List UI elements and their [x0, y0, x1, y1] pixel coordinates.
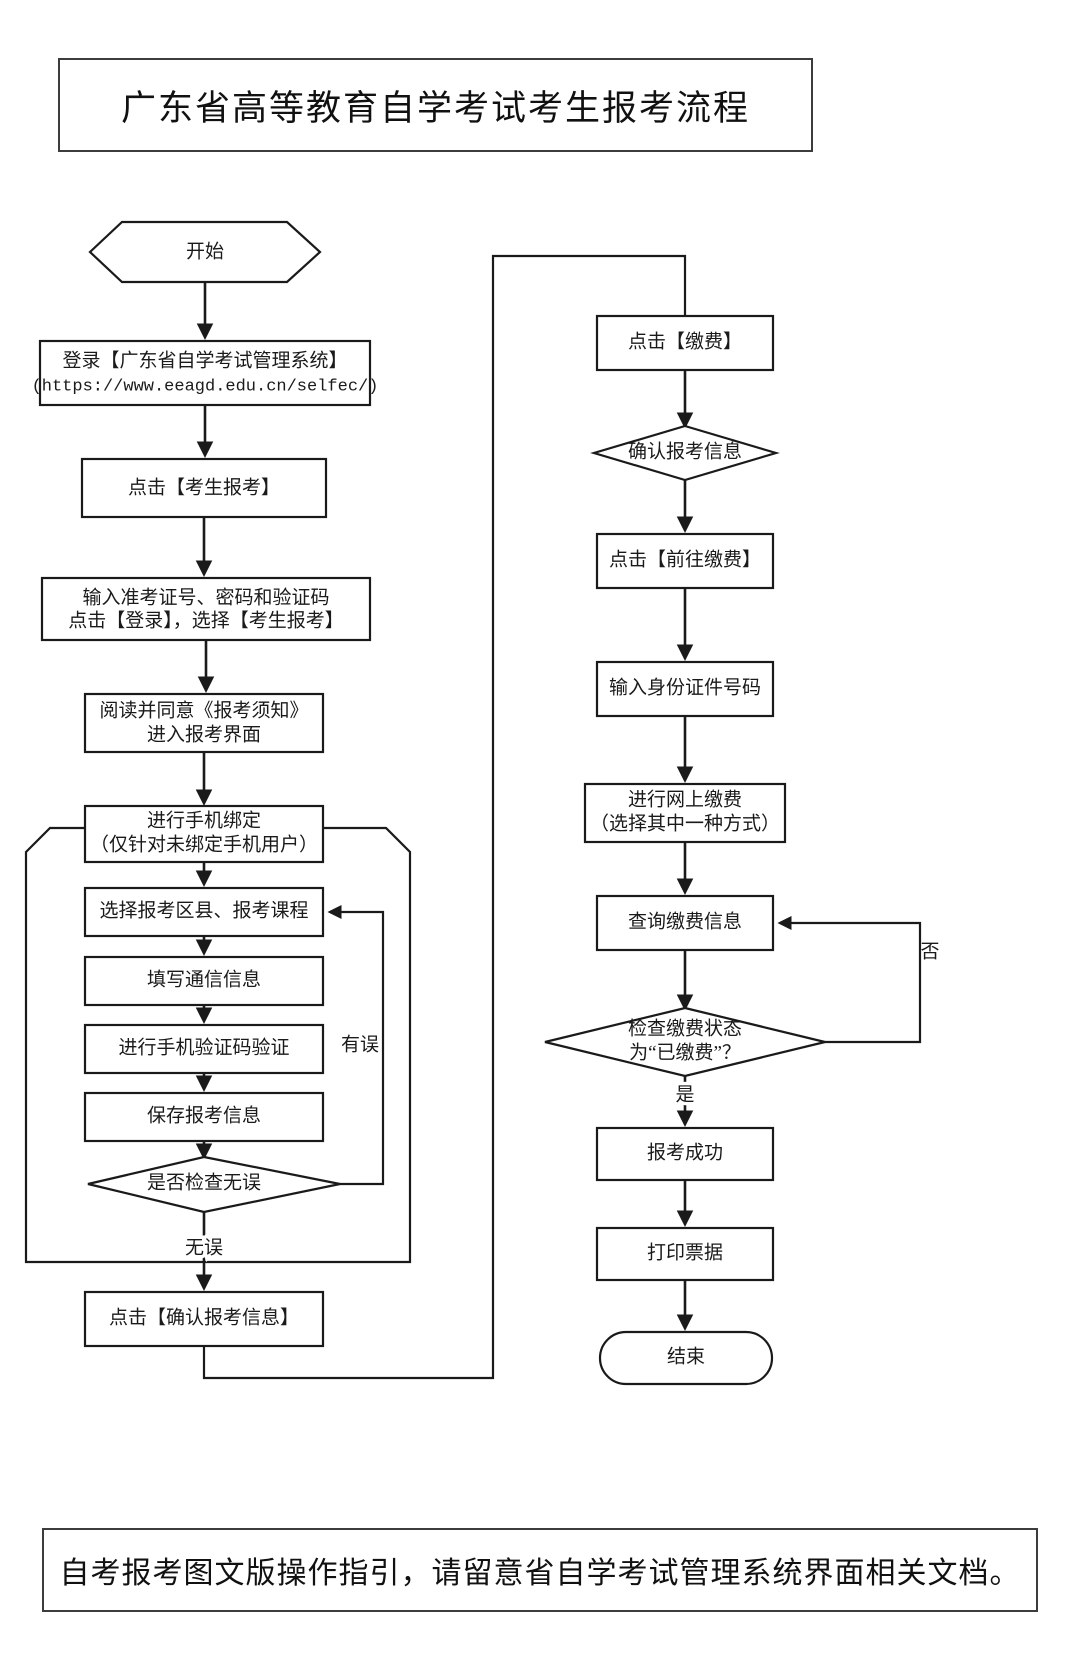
node-select-area-course: 选择报考区县、报考课程	[83, 886, 325, 938]
node-start-label: 开始	[186, 240, 224, 262]
node-click-baokao: 点击【考生报考】	[80, 457, 328, 519]
node-inputid-label: 输入身份证件号码	[609, 676, 761, 698]
node-check-pay-status: 检查缴费状态 为“已缴费”？	[544, 1006, 826, 1078]
node-login-line2: (https://www.eeagd.edu.cn/selfec/)	[32, 377, 379, 396]
node-clickpay-label: 点击【缴费】	[628, 330, 742, 352]
node-fillcontact-label: 填写通信信息	[147, 968, 261, 990]
node-bind-phone: 进行手机绑定 （仅针对未绑定手机用户）	[83, 804, 325, 864]
node-selectarea-label: 选择报考区县、报考课程	[99, 899, 308, 921]
footer-note: 自考报考图文版操作指引，请留意省自学考试管理系统界面相关文档。	[59, 1557, 1021, 1590]
node-input-credentials: 输入准考证号、密码和验证码 点击【登录】，选择【考生报考】	[40, 576, 372, 642]
node-credentials-line2: 点击【登录】，选择【考生报考】	[68, 609, 344, 631]
node-bindphone-line2: （仅针对未绑定手机用户）	[90, 833, 318, 855]
page-title: 广东省高等教育自学考试考生报考流程	[120, 88, 750, 128]
node-print-receipt: 打印票据	[595, 1226, 775, 1282]
node-read-notice: 阅读并同意《报考须知》 进入报考界面	[83, 692, 325, 754]
footer-note-box: 自考报考图文版操作指引，请留意省自学考试管理系统界面相关文档。	[42, 1528, 1038, 1612]
node-click-pay: 点击【缴费】	[595, 314, 775, 372]
node-onlinepay-line2: （选择其中一种方式）	[590, 812, 780, 834]
node-online-pay: 进行网上缴费 （选择其中一种方式）	[583, 782, 787, 844]
edge-label-no-error: 无误	[185, 1236, 223, 1258]
node-end-label: 结束	[667, 1345, 705, 1367]
edge-label-no: 否	[920, 941, 939, 962]
node-login: 登录【广东省自学考试管理系统】 (https://www.eeagd.edu.c…	[32, 339, 379, 407]
node-checkstatus-line1: 检查缴费状态	[628, 1017, 742, 1039]
node-gotopay-label: 点击【前往缴费】	[609, 548, 761, 570]
node-notice-line2: 进入报考界面	[147, 723, 261, 745]
node-verify-sms: 进行手机验证码验证	[83, 1023, 325, 1075]
node-query-pay: 查询缴费信息	[595, 894, 775, 952]
edge-label-error: 有误	[341, 1033, 379, 1055]
node-querypay-label: 查询缴费信息	[628, 910, 742, 932]
edge-error-loop	[327, 904, 385, 1186]
node-start: 开始	[88, 220, 322, 284]
node-checkstatus-line2: 为“已缴费”？	[629, 1041, 741, 1063]
node-save-info: 保存报考信息	[83, 1091, 325, 1143]
node-fill-contact: 填写通信信息	[83, 955, 325, 1007]
loop-group-container	[24, 826, 412, 1264]
node-print-label: 打印票据	[647, 1241, 723, 1263]
node-success-label: 报考成功	[647, 1141, 723, 1163]
node-onlinepay-line1: 进行网上缴费	[628, 788, 742, 810]
node-saveinfo-label: 保存报考信息	[147, 1104, 261, 1126]
page-title-box: 广东省高等教育自学考试考生报考流程	[58, 58, 813, 152]
node-input-id: 输入身份证件号码	[595, 660, 775, 718]
node-bindphone-line1: 进行手机绑定	[147, 809, 261, 831]
edge-confirm-to-pay	[202, 254, 693, 1380]
node-goto-pay: 点击【前往缴费】	[595, 532, 775, 590]
node-click-baokao-label: 点击【考生报考】	[128, 476, 280, 498]
edge-label-yes: 是	[675, 1084, 694, 1105]
node-confirmexam-label: 确认报考信息	[628, 440, 742, 462]
node-checkok-label: 是否检查无误	[147, 1171, 261, 1193]
node-notice-line1: 阅读并同意《报考须知》	[99, 699, 308, 721]
node-credentials-line1: 输入准考证号、密码和验证码	[82, 586, 329, 608]
node-confirm-info: 点击【确认报考信息】	[83, 1290, 325, 1348]
node-verifysms-label: 进行手机验证码验证	[118, 1036, 289, 1058]
edge-no-loop	[777, 915, 922, 1044]
node-end: 结束	[598, 1330, 774, 1386]
node-success: 报考成功	[595, 1126, 775, 1182]
node-confirminfo-label: 点击【确认报考信息】	[109, 1306, 299, 1328]
node-check-ok: 是否检查无误	[87, 1155, 341, 1214]
node-confirm-exam-info: 确认报考信息	[590, 424, 780, 482]
node-login-line1: 登录【广东省自学考试管理系统】	[62, 349, 347, 371]
